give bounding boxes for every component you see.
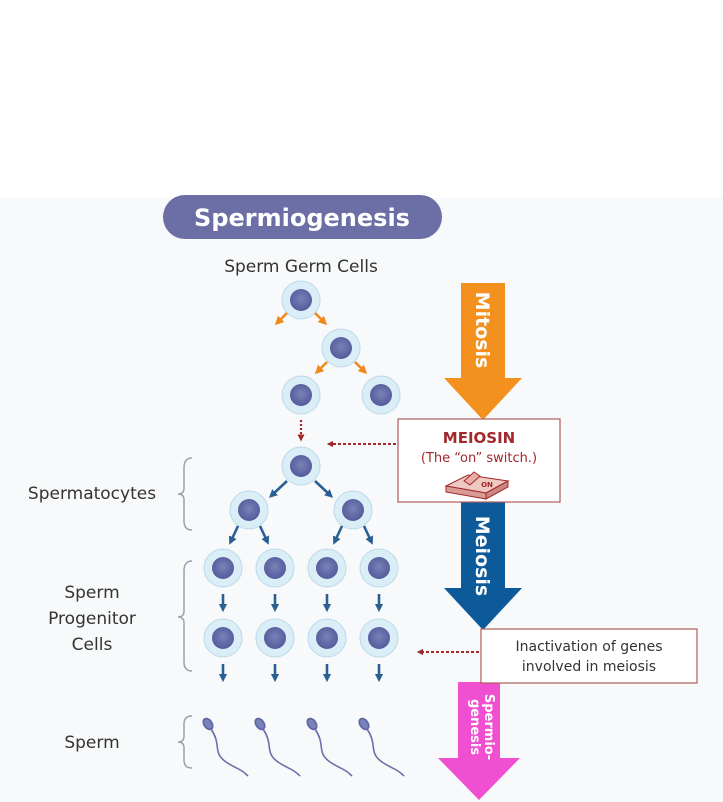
inactivation-line2: involved in meiosis: [522, 659, 656, 675]
germ-cell: [321, 328, 361, 368]
spermiogenesis-label-line2: genesis: [467, 699, 482, 755]
division-arrow: [314, 361, 328, 375]
spermiogenesis-label-line1: Spermio-: [481, 694, 496, 760]
spermatocyte-cell: [229, 490, 269, 530]
progenitor-label-line1: Sperm: [64, 583, 119, 603]
division-arrow: [268, 480, 288, 498]
sperm-cell: [306, 717, 353, 777]
progenitor-cell: [203, 548, 243, 588]
germ-cell: [281, 280, 321, 320]
germ-cell: [361, 375, 401, 415]
page-title: Spermiogenesis: [194, 204, 410, 232]
division-arrow: [332, 525, 344, 545]
division-arrow: [362, 525, 374, 545]
germ-cells-label: Sperm Germ Cells: [224, 257, 378, 277]
progenitor-cell: [255, 548, 295, 588]
progenitor-cell: [203, 618, 243, 658]
meiosin-box: MEIOSIN (The “on” switch.) ON: [397, 418, 561, 503]
progenitor-cell: [359, 618, 399, 658]
spermatocytes-brace: [177, 457, 193, 531]
mitosis-arrow: Mitosis: [444, 283, 522, 420]
sperm-cell: [202, 717, 249, 777]
progenitor-cell: [307, 548, 347, 588]
switch-on-label: ON: [481, 481, 493, 489]
cells: [203, 280, 401, 658]
spermatocyte-cell: [333, 490, 373, 530]
division-arrow: [354, 361, 368, 375]
sperm-cell: [358, 717, 405, 777]
sperm-cell: [254, 717, 301, 777]
on-switch-icon: ON: [444, 471, 510, 500]
division-arrow: [314, 480, 334, 498]
inactivation-box: Inactivation of genes involved in meiosi…: [480, 628, 698, 684]
progenitor-label-line2: Progenitor: [48, 609, 136, 629]
meiosin-title: MEIOSIN: [443, 429, 515, 447]
germ-cell: [281, 375, 321, 415]
progenitor-cell: [359, 548, 399, 588]
meiosis-label: Meiosis: [471, 516, 493, 597]
spermatocyte-cell: [281, 446, 321, 486]
progenitor-label-line3: Cells: [72, 635, 113, 655]
division-arrow: [314, 312, 328, 326]
progenitor-cell: [307, 618, 347, 658]
spermiogenesis-arrow: Spermio- genesis: [438, 682, 520, 800]
division-arrow: [274, 312, 288, 326]
sperm-cells: [202, 717, 405, 777]
progenitor-cell: [255, 618, 295, 658]
meiosin-subtitle: (The “on” switch.): [421, 451, 537, 466]
inactivation-line1: Inactivation of genes: [515, 639, 662, 655]
sperm-brace: [177, 715, 193, 769]
title-pill: Spermiogenesis: [163, 195, 442, 239]
division-arrow: [258, 525, 270, 545]
meiosis-arrow: Meiosis: [444, 502, 522, 630]
mitosis-label: Mitosis: [471, 292, 493, 369]
sperm-label: Sperm: [64, 733, 119, 753]
spermatocytes-label: Spermatocytes: [28, 484, 156, 504]
division-arrow: [228, 525, 240, 545]
progenitor-brace: [177, 560, 193, 672]
